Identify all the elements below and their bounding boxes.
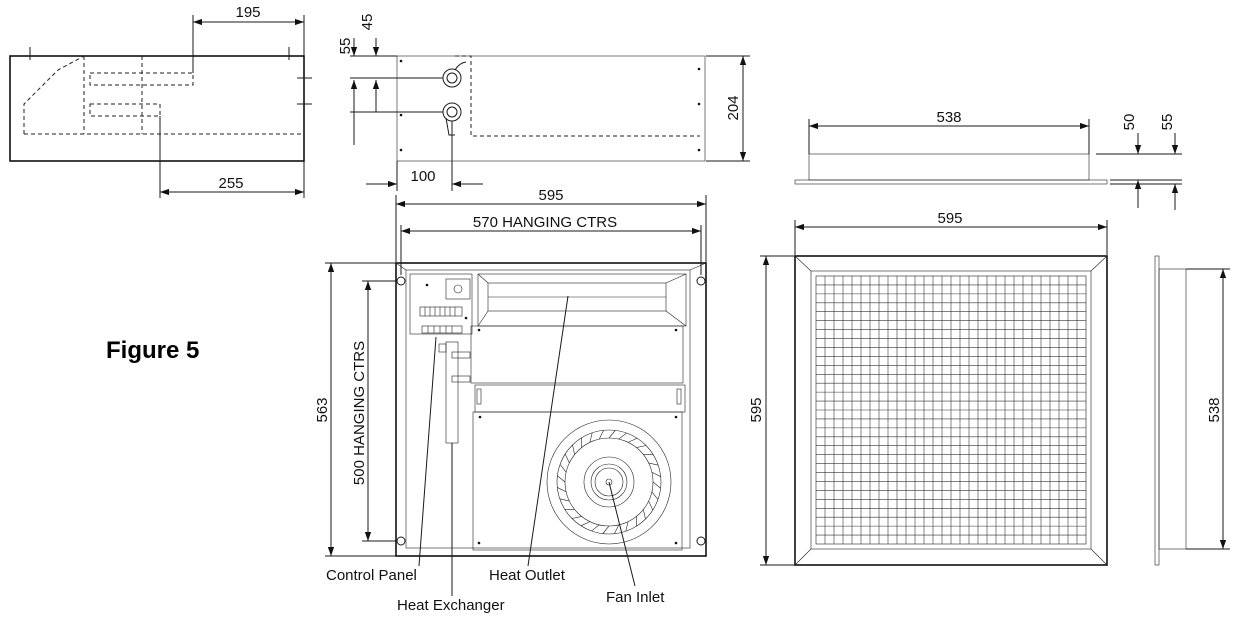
front-view: 595 570 HANGING CTRS 563 500 HANGING CTR… xyxy=(314,187,707,614)
grille-profile-top: 538 50 55 xyxy=(794,109,1182,210)
dim-front-595: 595 xyxy=(538,187,563,204)
dim-100: 100 xyxy=(410,168,435,185)
dim-55-grille: 55 xyxy=(1159,114,1176,131)
fan-blade xyxy=(651,471,661,477)
fan-blade xyxy=(625,521,629,532)
fan-blade xyxy=(614,524,620,534)
fan-blade xyxy=(636,445,647,448)
fan-blade xyxy=(572,444,575,455)
fan-blade xyxy=(618,432,627,440)
fan-blade xyxy=(580,521,591,527)
fan-blades xyxy=(557,430,661,534)
egg-crate-grid xyxy=(816,276,1086,544)
dim-204: 204 xyxy=(725,95,742,120)
fan-inlet-label: Fan Inlet xyxy=(606,589,665,606)
heat-exchanger-label: Heat Exchanger xyxy=(397,597,505,614)
fan-blade xyxy=(627,437,638,443)
figure-title: Figure 5 xyxy=(106,337,199,364)
fan-blade xyxy=(602,525,610,534)
dim-195: 195 xyxy=(235,4,260,21)
grille-edge-profile: 538 xyxy=(1154,255,1230,566)
fan-blade xyxy=(557,487,567,493)
fan-blade xyxy=(571,516,582,519)
fan-blade xyxy=(557,475,566,483)
fan-blade xyxy=(564,453,570,464)
dim-255: 255 xyxy=(218,175,243,192)
dim-grille-538-height: 538 xyxy=(1206,397,1223,422)
fan-blade xyxy=(643,509,646,520)
fan-blade xyxy=(648,500,654,511)
dim-538-top: 538 xyxy=(936,109,961,126)
fan-blade xyxy=(559,464,567,473)
grille-front: 595 595 xyxy=(748,210,1108,566)
fan-blade xyxy=(608,430,616,439)
side-view: 45 55 204 100 xyxy=(337,14,750,191)
dim-55: 55 xyxy=(337,38,354,55)
fan-blade xyxy=(648,462,659,466)
fan-blade xyxy=(559,498,570,502)
dim-grille-595-height: 595 xyxy=(748,397,765,422)
fan-blade xyxy=(598,430,604,440)
control-panel-label: Control Panel xyxy=(326,567,417,584)
dim-500-hanging: 500 HANGING CTRS xyxy=(351,341,368,485)
fan-blade xyxy=(652,481,661,489)
dim-570-hanging: 570 HANGING CTRS xyxy=(473,214,617,231)
fan-blade xyxy=(591,524,600,532)
dim-50: 50 xyxy=(1121,114,1138,131)
dim-563: 563 xyxy=(314,397,331,422)
dim-grille-595-width: 595 xyxy=(937,210,962,227)
fan-blade xyxy=(651,491,659,500)
dim-45: 45 xyxy=(359,14,376,31)
terminal-block xyxy=(419,306,463,334)
heat-outlet-label: Heat Outlet xyxy=(489,567,566,584)
fan-blade xyxy=(589,432,593,443)
plan-view: 195 255 xyxy=(9,4,312,198)
